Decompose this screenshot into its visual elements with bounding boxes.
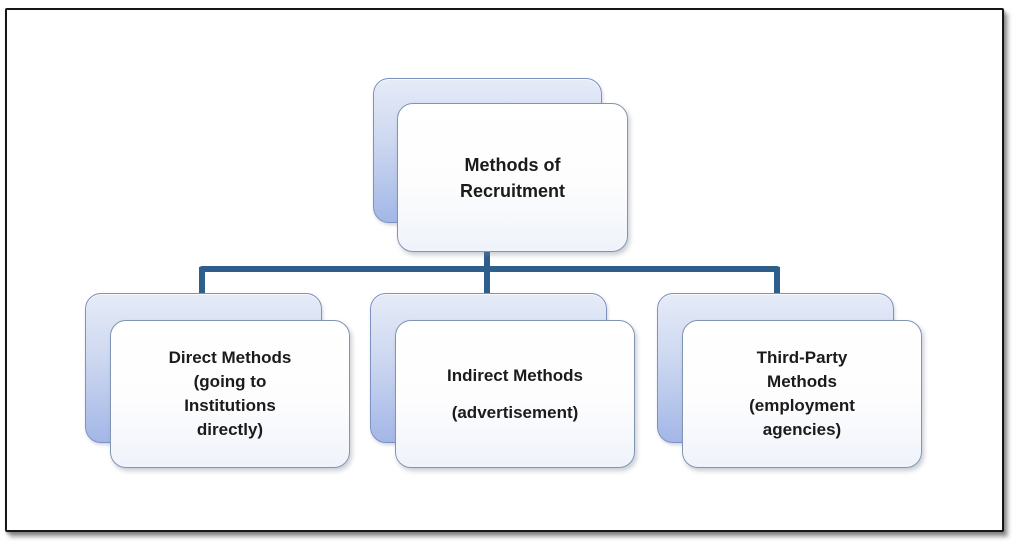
node-label-line: Direct Methods: [168, 348, 292, 367]
node-indirect-methods: Indirect Methods (advertisement): [370, 293, 640, 473]
node-front-card: Direct Methods (going to Institutions di…: [110, 320, 350, 468]
node-third-party-methods: Third-Party Methods (employment agencies…: [657, 293, 927, 473]
node-label-line: Indirect Methods: [446, 365, 583, 385]
node-label-line: agencies): [762, 420, 842, 439]
node-front-card: Third-Party Methods (employment agencies…: [682, 320, 922, 468]
connector-left-stem: [199, 267, 205, 296]
node-label-line: Third-Party: [756, 348, 848, 367]
node-label-line: Methods of: [464, 154, 561, 175]
node-label-line: (advertisement): [451, 402, 579, 422]
node-front-card: Methods of Recruitment: [397, 103, 628, 252]
node-label-line: (employment: [749, 396, 855, 415]
node-front-card: Indirect Methods (advertisement): [395, 320, 635, 468]
node-methods-of-recruitment: Methods of Recruitment: [373, 78, 633, 258]
node-label-line: Recruitment: [459, 180, 566, 201]
connector-root-stem: [484, 249, 490, 296]
node-label-line: directly): [196, 420, 264, 439]
node-label-line: Methods: [767, 372, 837, 391]
node-label-line: (going to: [193, 372, 267, 391]
connector-right-stem: [774, 267, 780, 296]
node-label-line: Institutions: [184, 396, 276, 415]
node-direct-methods: Direct Methods (going to Institutions di…: [85, 293, 355, 473]
